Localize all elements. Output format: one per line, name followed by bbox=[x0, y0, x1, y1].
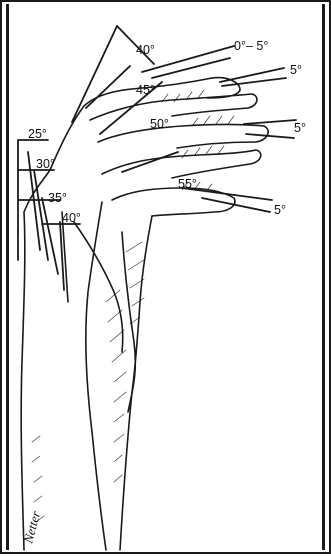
hand-outline bbox=[21, 78, 268, 550]
label-25-degrees: 25° bbox=[28, 127, 47, 141]
guide-line-55 bbox=[122, 152, 178, 172]
guide-line-40-top bbox=[72, 26, 117, 122]
guide-line-45 bbox=[86, 66, 130, 108]
angle-labels: 0°– 5° 5° 5° 5° 40° 45° 50° 55° 25° 30° … bbox=[28, 39, 306, 225]
label-45-degrees: 45° bbox=[136, 83, 155, 97]
label-0-5-degrees: 0°– 5° bbox=[234, 39, 268, 53]
label-5-degrees-mid: 5° bbox=[294, 121, 306, 135]
guide-line-5-mid-b bbox=[246, 134, 294, 138]
label-55-degrees: 55° bbox=[178, 177, 197, 191]
label-30-degrees: 30° bbox=[36, 157, 55, 171]
guide-line-5-mid-a bbox=[244, 120, 296, 124]
label-5-degrees-top: 5° bbox=[290, 63, 302, 77]
guide-line-5-low-b bbox=[202, 198, 270, 212]
label-40-degrees-top: 40° bbox=[136, 43, 155, 57]
guide-line-0-5-b bbox=[152, 58, 230, 78]
label-50-degrees: 50° bbox=[150, 117, 169, 131]
label-5-degrees-low: 5° bbox=[274, 203, 286, 217]
label-40-degrees-low: 40° bbox=[62, 211, 81, 225]
label-35-degrees: 35° bbox=[48, 191, 67, 205]
